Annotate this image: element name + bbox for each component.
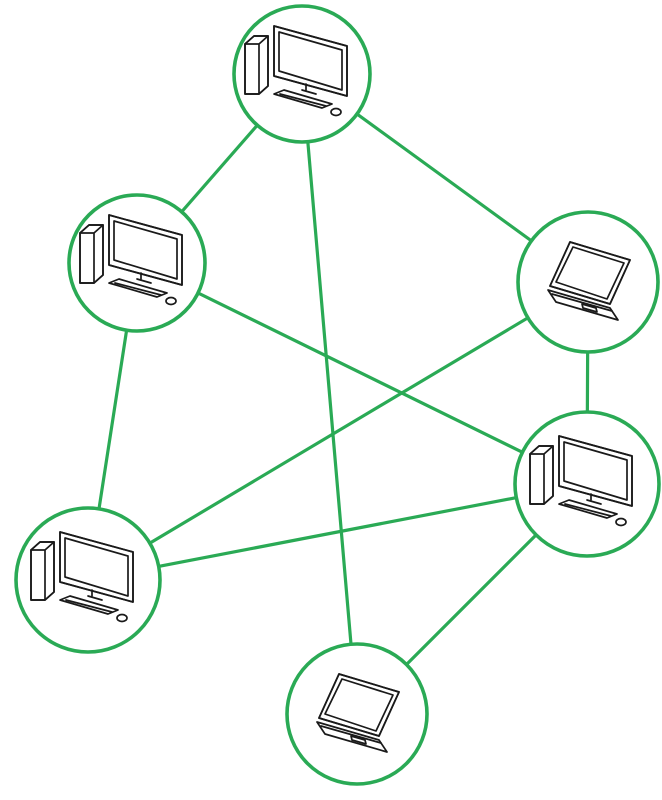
node-circle bbox=[513, 410, 661, 558]
connection-line-n3-n5 bbox=[86, 280, 590, 582]
network-nodes bbox=[14, 4, 661, 786]
connection-line-n1-n6 bbox=[300, 72, 359, 716]
connection-line-n2-n4 bbox=[135, 261, 589, 486]
node-circle bbox=[67, 193, 207, 333]
node-circle bbox=[285, 642, 429, 786]
network-node-n6 bbox=[285, 642, 429, 786]
network-node-n3 bbox=[516, 210, 660, 354]
connection-lines bbox=[86, 72, 590, 716]
node-circle bbox=[232, 4, 372, 144]
node-circle bbox=[14, 506, 162, 654]
node-circle bbox=[516, 210, 660, 354]
network-node-n1 bbox=[232, 4, 372, 144]
network-node-n2 bbox=[67, 193, 207, 333]
connection-line-n4-n5 bbox=[86, 482, 589, 582]
network-node-n4 bbox=[513, 410, 661, 558]
network-node-n5 bbox=[14, 506, 162, 654]
